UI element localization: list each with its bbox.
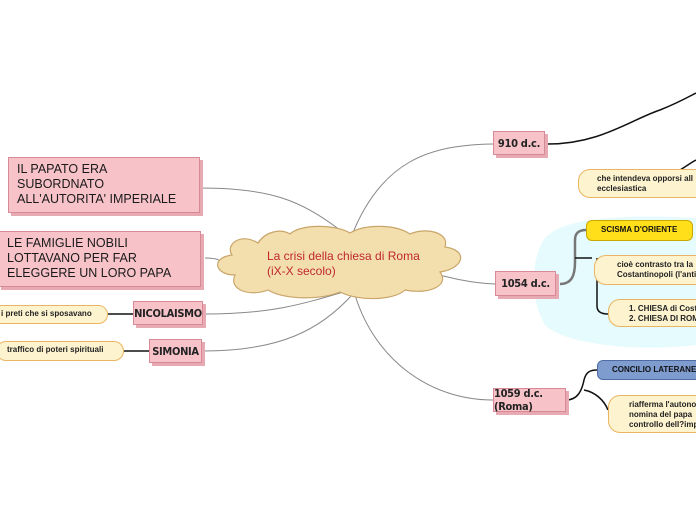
- concilio-node[interactable]: CONCILIO LATERANEN: [597, 360, 696, 380]
- note-riafferma-line1: riafferma l'autono: [629, 400, 696, 409]
- topic-1059-label: 1059 d.c. (Roma): [494, 387, 543, 413]
- note-910-line1: che intendeva opporsi all: [597, 174, 694, 183]
- note-contrasto-line2: Costantinopoli (l'anti: [617, 270, 696, 279]
- topic-1054-label: 1054 d.c.: [501, 277, 550, 290]
- topic-nicolaismo[interactable]: NICOLAISMO: [133, 301, 203, 325]
- topic-910-label: 910 d.c.: [497, 136, 541, 150]
- note-chiese-line1: 1. CHIESA di Cost: [629, 304, 696, 313]
- topic-1054[interactable]: 1054 d.c.: [495, 271, 556, 296]
- note-riafferma-line3: controllo dell?imp: [629, 420, 696, 429]
- topic-simonia-label: SIMONIA: [152, 344, 199, 358]
- note-nicolaismo[interactable]: i preti che si sposavano: [0, 305, 108, 324]
- scisma-node[interactable]: SCISMA D'ORIENTE: [586, 220, 693, 241]
- topic-simonia[interactable]: SIMONIA: [149, 339, 202, 363]
- link-1054-branch-b: [596, 258, 609, 315]
- link-910: [349, 143, 494, 241]
- central-topic[interactable]: La crisi della chiesa di Roma (iX-X seco…: [267, 249, 420, 279]
- note-simonia-label: traffico di poteri spirituali: [7, 345, 104, 354]
- note-nicolaismo-label: i preti che si sposavano: [1, 309, 92, 318]
- central-title: La crisi della chiesa di Roma: [267, 249, 420, 263]
- note-chiese[interactable]: 1. CHIESA di Cost 2. CHIESA DI ROM: [608, 299, 696, 327]
- topic-910[interactable]: 910 d.c.: [493, 131, 545, 155]
- topic-famiglie-label: LE FAMIGLIE NOBILI LOTTAVANO PER FAR ELE…: [7, 236, 172, 280]
- link-910-right: [547, 92, 696, 145]
- topic-famiglie[interactable]: LE FAMIGLIE NOBILI LOTTAVANO PER FAR ELE…: [0, 231, 201, 287]
- note-chiese-line2: 2. CHIESA DI ROM: [629, 314, 696, 323]
- topic-1059[interactable]: 1059 d.c. (Roma): [493, 387, 566, 413]
- link-910-note: [679, 159, 696, 171]
- concilio-label: CONCILIO LATERANEN: [612, 365, 696, 374]
- link-1059-branch-b: [583, 389, 609, 411]
- note-simonia[interactable]: traffico di poteri spirituali: [0, 341, 124, 361]
- topic-nicolaismo-label: NICOLAISMO: [134, 306, 202, 320]
- note-910-line2: ecclesiastica: [597, 184, 647, 193]
- link-simonia: [202, 294, 353, 352]
- note-riafferma-line2: nomina del papa: [629, 410, 693, 419]
- link-1059-branch: [565, 369, 598, 401]
- note-910[interactable]: che intendeva opporsi all ecclesiastica: [578, 169, 696, 198]
- link-1059: [354, 294, 494, 401]
- link-nicolaismo: [204, 289, 351, 315]
- note-contrasto-line1: cioè contrasto tra la: [617, 260, 694, 269]
- link-papato: [199, 187, 341, 231]
- note-riafferma[interactable]: riafferma l'autono nomina del papa contr…: [608, 395, 696, 433]
- scisma-label: SCISMA D'ORIENTE: [601, 225, 678, 234]
- note-contrasto[interactable]: cioè contrasto tra la Costantinopoli (l'…: [594, 255, 696, 285]
- topic-papato-label: IL PAPATO ERA SUBORDNATO ALL'AUTORITA' I…: [17, 162, 177, 206]
- topic-papato[interactable]: IL PAPATO ERA SUBORDNATO ALL'AUTORITA' I…: [8, 157, 200, 213]
- center-cloud: [217, 225, 462, 300]
- link-1054-branch: [559, 228, 587, 286]
- central-subtitle: (iX-X secolo): [267, 264, 336, 278]
